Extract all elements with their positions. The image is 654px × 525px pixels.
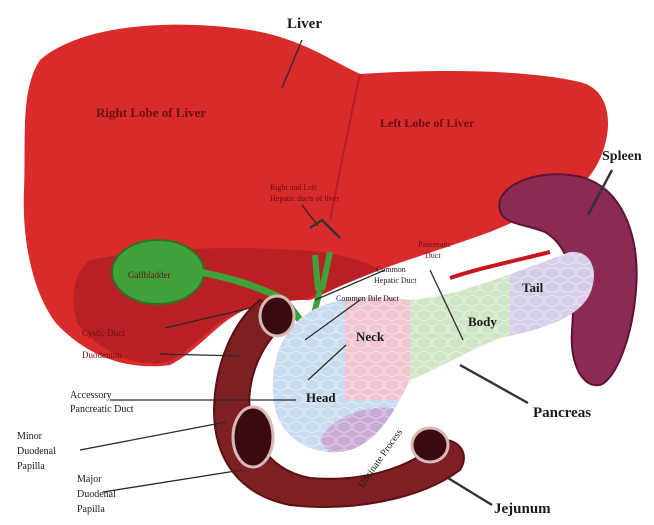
label-left-lobe: Left Lobe of Liver bbox=[380, 116, 475, 130]
label-neck: Neck bbox=[356, 329, 385, 344]
label-duodenum: Duodenum bbox=[82, 350, 122, 360]
label-minor-3: Papilla bbox=[17, 461, 45, 472]
label-liver: Liver bbox=[287, 16, 322, 32]
label-cystic-duct: Cystic Duct bbox=[82, 328, 125, 338]
label-body: Body bbox=[468, 314, 497, 329]
label-common-bile-duct: Common Bile Duct bbox=[336, 294, 399, 303]
label-pancreas: Pancreas bbox=[533, 405, 591, 421]
label-hepatic-ducts-1: Right and Left bbox=[270, 183, 317, 192]
label-accessory-1: Accessory bbox=[70, 390, 112, 401]
label-spleen: Spleen bbox=[602, 149, 642, 164]
label-jejunum: Jejunum bbox=[494, 501, 551, 517]
label-minor-2: Duodenal bbox=[17, 446, 56, 457]
label-common-hepatic-2: Hepatic Duct bbox=[374, 276, 417, 285]
jejunum-opening bbox=[412, 428, 448, 462]
label-minor-1: Minor bbox=[17, 431, 43, 442]
label-head: Head bbox=[306, 390, 336, 405]
label-hepatic-ducts-2: Hepatic ducts of liver bbox=[270, 194, 339, 203]
label-major-2: Duodenal bbox=[77, 489, 116, 500]
duodenum-opening-top bbox=[260, 296, 294, 336]
label-tail: Tail bbox=[522, 280, 544, 295]
label-accessory-2: Pancreatic Duct bbox=[70, 404, 134, 415]
label-major-1: Major bbox=[77, 474, 102, 485]
label-common-hepatic-1: Common bbox=[376, 265, 406, 274]
duodenum-opening-mid bbox=[233, 407, 273, 467]
label-major-3: Papilla bbox=[77, 504, 105, 515]
label-gallbladder: Gallbladder bbox=[128, 270, 170, 280]
label-pancreatic-duct-1: Pancreatic bbox=[418, 240, 452, 249]
label-right-lobe: Right Lobe of Liver bbox=[96, 105, 206, 120]
label-pancreatic-duct-2: Duct bbox=[425, 251, 441, 260]
